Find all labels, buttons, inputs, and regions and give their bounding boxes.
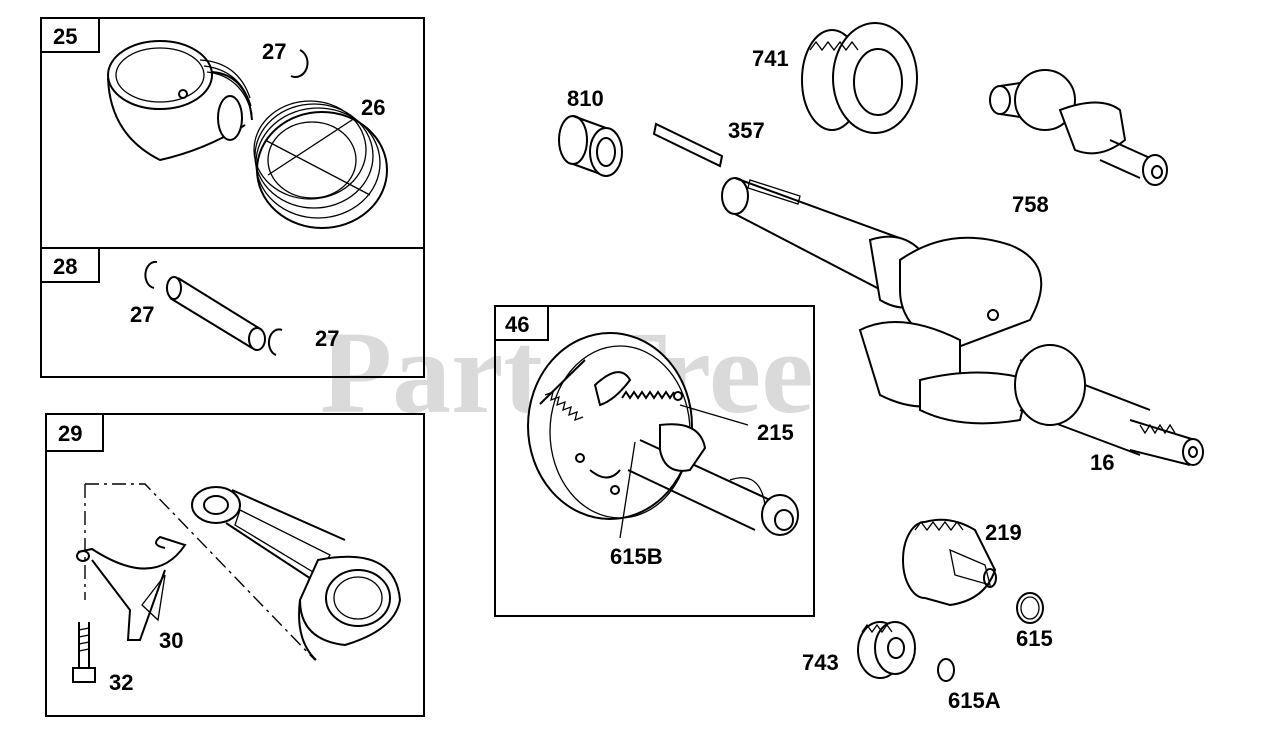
- callout-615A: 615A: [948, 688, 1001, 713]
- crankshaft-drawing: [721, 177, 1204, 466]
- callout-741: 741: [752, 46, 789, 71]
- cam-gear-drawing: [527, 332, 693, 520]
- retaining-clip-615a: [937, 658, 955, 682]
- piston-pin-drawing: [166, 276, 266, 351]
- callout-615: 615: [1016, 626, 1053, 651]
- camshaft-drawing: [627, 423, 799, 536]
- piston-drawing: [107, 40, 253, 162]
- callout-219: 219: [985, 520, 1022, 545]
- spring-drawing: [621, 390, 675, 400]
- callout-357: 357: [728, 118, 765, 143]
- retaining-ring-615: [1016, 592, 1044, 624]
- piston-rings-drawing: [253, 100, 388, 229]
- key-drawing: [652, 122, 724, 168]
- governor-drawing: [902, 518, 997, 607]
- callout-743: 743: [802, 650, 839, 675]
- governor-gear-drawing: [857, 621, 916, 679]
- callout-27-right: 27: [315, 326, 339, 351]
- connecting-rod-inset: 29 30 32: [45, 413, 425, 717]
- callout-16: 16: [1090, 450, 1114, 475]
- box-label-25: 25: [53, 24, 77, 49]
- callout-27-top: 27: [262, 39, 286, 64]
- crank-gear-drawing: [801, 22, 918, 134]
- box-label-28: 28: [53, 254, 77, 279]
- piston-inset: 25 28: [40, 17, 425, 378]
- retaining-clip-top: [290, 49, 309, 79]
- camshaft-inset: 46 215 615B: [494, 305, 815, 617]
- callout-615B: 615B: [610, 544, 663, 569]
- connecting-rod-drawing: [191, 486, 402, 661]
- box-label-46: 46: [505, 312, 529, 337]
- callout-26: 26: [361, 95, 385, 120]
- retaining-clip-right: [267, 328, 283, 356]
- callout-810: 810: [567, 86, 604, 111]
- camshaft-758-drawing: [989, 69, 1168, 186]
- bushing-drawing: [558, 115, 623, 177]
- callout-758: 758: [1012, 192, 1049, 217]
- retaining-clip-left: [144, 260, 158, 289]
- box-label-29: 29: [58, 421, 82, 446]
- callout-215: 215: [757, 420, 794, 445]
- callout-30: 30: [159, 628, 183, 653]
- callout-27-left: 27: [130, 302, 154, 327]
- bolt-drawing: [72, 622, 96, 683]
- callout-32: 32: [109, 670, 133, 695]
- lock-plate-drawing: [76, 535, 187, 641]
